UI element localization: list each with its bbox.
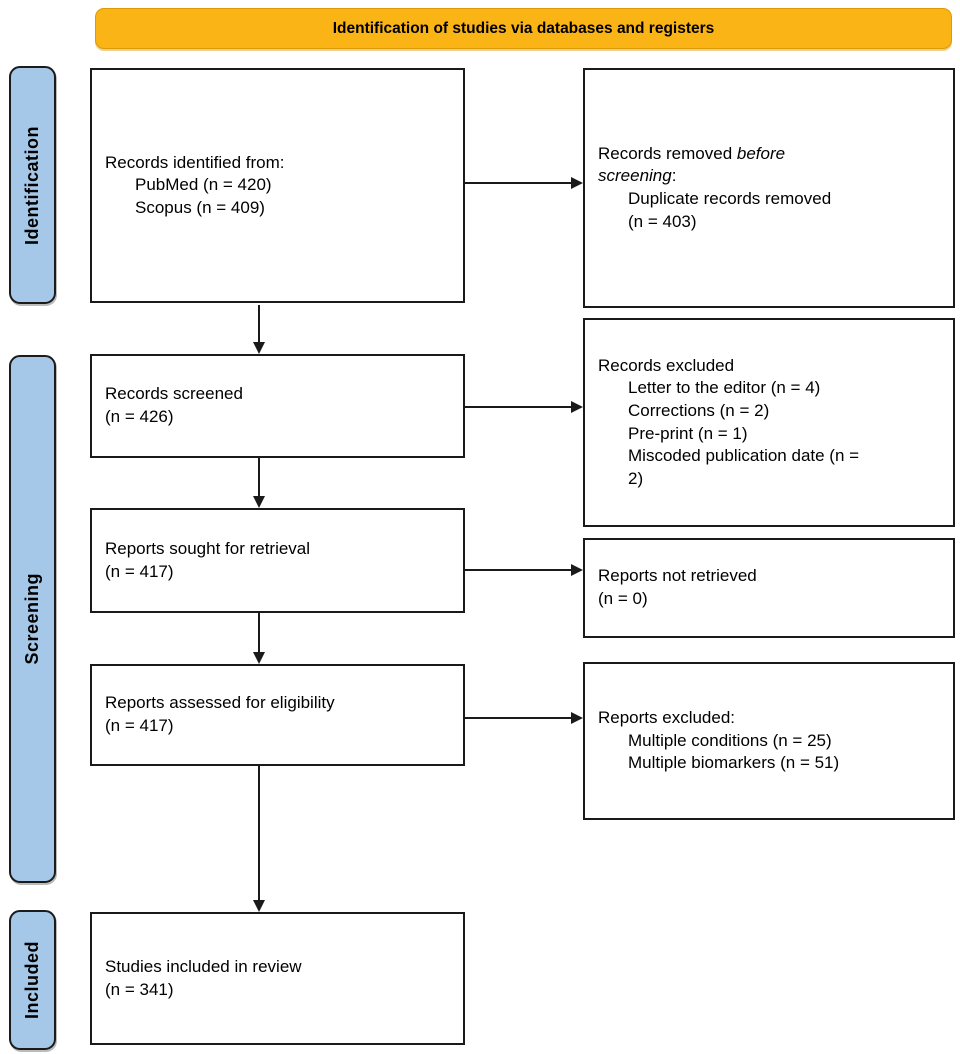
- box-line: (n = 403): [628, 211, 697, 231]
- arrow-line-sought-to-assessed: [258, 613, 260, 655]
- box-line: Records identified from:: [105, 152, 285, 172]
- arrow-head-down-icon: [253, 652, 265, 664]
- box-line: Records screened: [105, 384, 243, 404]
- box-line: 2): [628, 468, 644, 488]
- arrow-head-right-icon: [571, 712, 583, 724]
- box-line: (n = 341): [105, 979, 174, 999]
- banner-title: Identification of studies via databases …: [95, 8, 952, 49]
- stage-label-screening-text: Screening: [22, 573, 42, 665]
- banner-title-text: Identification of studies via databases …: [332, 19, 715, 37]
- stage-label-screening: Screening: [9, 355, 56, 883]
- box-records-identified: Records identified from: PubMed (n = 420…: [90, 68, 465, 303]
- box-line-text: Records removed: [598, 143, 737, 163]
- arrow-line-sought-to-not-retrieved: [465, 569, 571, 571]
- box-line: Reports assessed for eligibility: [105, 693, 335, 713]
- arrow-line-identified-to-screened: [258, 305, 260, 345]
- box-line: Letter to the editor (n = 4): [628, 378, 821, 398]
- box-line: Reports sought for retrieval: [105, 538, 311, 558]
- arrow-head-down-icon: [253, 496, 265, 508]
- box-line: (n = 0): [598, 589, 648, 608]
- box-records-screened: Records screened (n = 426): [90, 354, 465, 458]
- box-line: Records removed before: [598, 143, 943, 166]
- box-studies-included: Studies included in review (n = 341): [90, 912, 465, 1045]
- arrow-head-right-icon: [571, 564, 583, 576]
- box-reports-excluded: Reports excluded: Multiple conditions (n…: [583, 662, 955, 820]
- box-reports-not-retrieved: Reports not retrieved (n = 0): [583, 538, 955, 638]
- box-line-italic-text: before: [736, 143, 786, 163]
- arrow-line-screened-to-excluded: [465, 406, 571, 408]
- box-line: screening:: [598, 165, 943, 188]
- box-line: Pre-print (n = 1): [628, 423, 748, 443]
- box-line: Studies included in review: [105, 956, 302, 976]
- box-records-excluded: Records excluded Letter to the editor (n…: [583, 318, 955, 527]
- box-records-removed: Records removed before screening: Duplic…: [583, 68, 955, 308]
- stage-label-included-text: Included: [22, 940, 42, 1019]
- stage-label-identification: Identification: [9, 66, 56, 304]
- arrow-head-down-icon: [253, 342, 265, 354]
- box-line-italic-text: screening: [598, 166, 672, 186]
- box-line: (n = 417): [105, 716, 174, 735]
- box-line: Miscoded publication date (n =: [628, 446, 860, 466]
- arrow-line-identified-to-removed: [465, 182, 571, 184]
- box-line: Multiple biomarkers (n = 51): [628, 753, 840, 773]
- box-line: Corrections (n = 2): [628, 400, 770, 420]
- arrow-head-right-icon: [571, 401, 583, 413]
- arrow-line-assessed-to-included: [258, 766, 260, 903]
- box-line: Reports not retrieved: [598, 566, 757, 586]
- box-line: Reports excluded:: [598, 708, 736, 728]
- arrow-line-screened-to-sought: [258, 458, 260, 498]
- box-line: (n = 426): [105, 407, 174, 426]
- box-line: PubMed (n = 420): [135, 175, 272, 195]
- box-line: Multiple conditions (n = 25): [628, 730, 832, 750]
- box-line: Scopus (n = 409): [135, 197, 265, 217]
- arrow-head-down-icon: [253, 900, 265, 912]
- box-line: Duplicate records removed: [628, 189, 832, 208]
- arrow-line-assessed-to-reports-excluded: [465, 717, 571, 719]
- stage-label-identification-text: Identification: [22, 125, 42, 245]
- box-reports-sought: Reports sought for retrieval (n = 417): [90, 508, 465, 613]
- stage-label-included: Included: [9, 910, 56, 1050]
- box-line: Records excluded: [598, 355, 735, 375]
- box-line: (n = 417): [105, 561, 174, 581]
- arrow-head-right-icon: [571, 177, 583, 189]
- box-reports-assessed: Reports assessed for eligibility (n = 41…: [90, 664, 465, 766]
- box-line-text: :: [671, 166, 677, 186]
